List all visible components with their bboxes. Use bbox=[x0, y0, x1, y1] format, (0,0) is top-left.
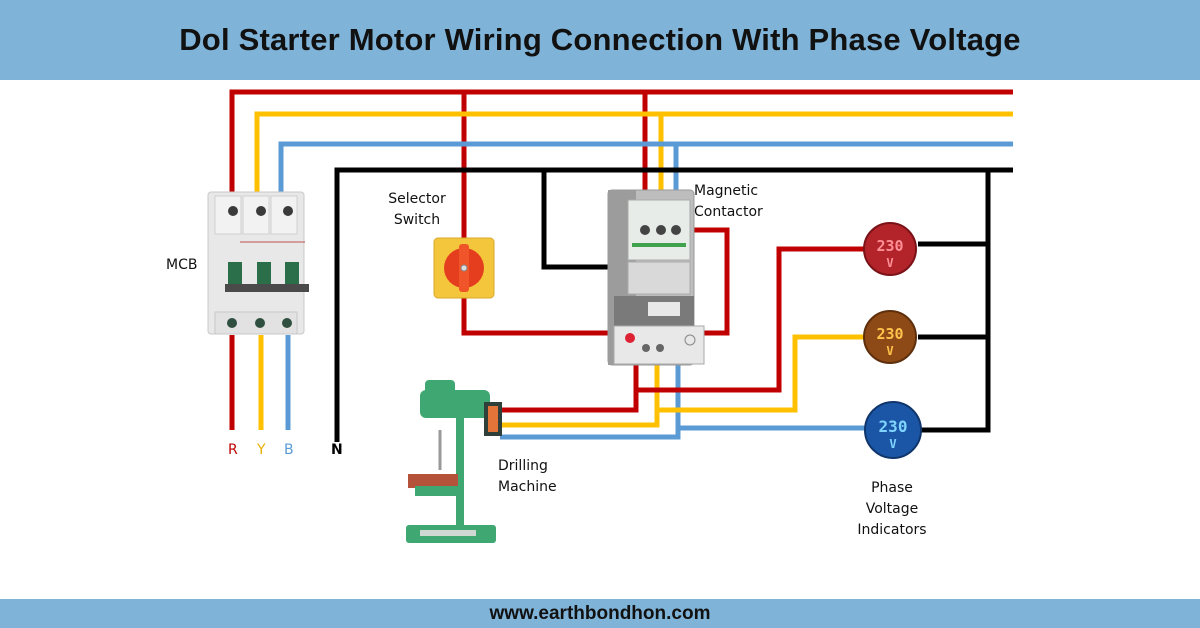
magnetic-contactor-label-line1: Magnetic bbox=[694, 183, 759, 199]
drilling-machine bbox=[406, 380, 502, 543]
footer-banner: www.earthbondhon.com bbox=[0, 599, 1200, 628]
wire-y-motor bbox=[500, 365, 660, 428]
phase-voltage-indicators-label: Phase Voltage Indicators bbox=[850, 478, 934, 541]
indicator-b-unit: V bbox=[889, 437, 896, 451]
phase-label-n: N bbox=[331, 442, 343, 458]
wire-r-indicator bbox=[636, 246, 865, 393]
page-title: Dol Starter Motor Wiring Connection With… bbox=[179, 22, 1021, 57]
indicator-b-value: 230 bbox=[879, 417, 908, 436]
indicator-r: 230 V bbox=[863, 222, 917, 276]
indicator-r-unit: V bbox=[886, 256, 893, 270]
drilling-machine-label-line2: Machine bbox=[498, 479, 557, 495]
indicator-r-value: 230 bbox=[876, 237, 903, 255]
indicators-label-line3: Indicators bbox=[857, 522, 927, 538]
magnetic-contactor-label: Magnetic Contactor bbox=[694, 181, 763, 223]
indicator-y-value: 230 bbox=[876, 325, 903, 343]
indicator-b: 230 V bbox=[864, 401, 922, 459]
mcb-breaker bbox=[207, 191, 309, 335]
website-url[interactable]: www.earthbondhon.com bbox=[489, 602, 711, 624]
wire-n-bus bbox=[334, 167, 1013, 442]
indicators-label-line1: Phase bbox=[871, 480, 913, 496]
phase-label-r: R bbox=[228, 442, 238, 458]
wire-y-indicator bbox=[657, 334, 865, 413]
wire-r-motor bbox=[500, 365, 639, 413]
indicator-y-unit: V bbox=[886, 344, 893, 358]
magnetic-contactor bbox=[607, 189, 705, 366]
drilling-machine-label-line1: Drilling bbox=[498, 458, 548, 474]
wire-b-bus bbox=[278, 141, 1013, 195]
mcb-label: MCB bbox=[166, 257, 198, 273]
wire-r-bus bbox=[229, 89, 1013, 195]
title-banner: Dol Starter Motor Wiring Connection With… bbox=[0, 0, 1200, 80]
selector-switch-label-line2: Switch bbox=[393, 212, 441, 228]
selector-switch-label: Selector Switch bbox=[381, 189, 453, 231]
indicators-label-line2: Voltage bbox=[865, 501, 919, 517]
wire-n-indicators bbox=[918, 170, 991, 433]
indicator-y: 230 V bbox=[863, 310, 917, 364]
magnetic-contactor-label-line2: Contactor bbox=[694, 204, 763, 220]
phase-label-y: Y bbox=[257, 442, 266, 458]
drilling-machine-label: Drilling Machine bbox=[498, 456, 557, 498]
selector-switch[interactable] bbox=[433, 237, 495, 299]
wire-y-bus bbox=[254, 111, 1013, 195]
phase-label-b: B bbox=[284, 442, 294, 458]
selector-switch-label-line1: Selector bbox=[388, 191, 446, 207]
wiring-diagram: 230 V 230 V 230 V bbox=[207, 89, 1013, 543]
wire-selector-control bbox=[461, 227, 730, 336]
